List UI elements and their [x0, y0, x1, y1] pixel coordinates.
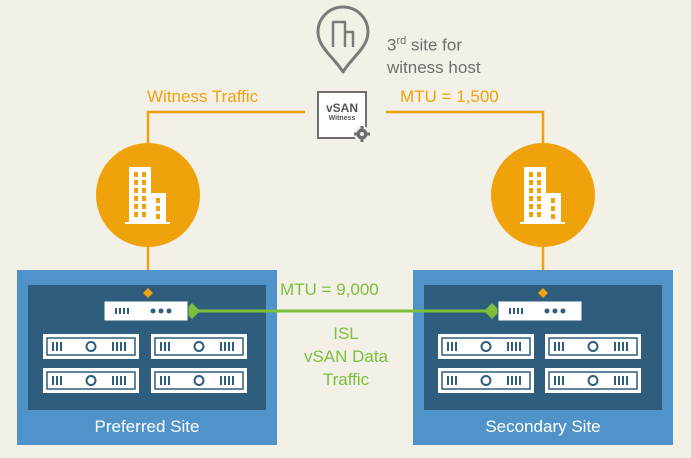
preferred-site-label: Preferred Site [94, 417, 200, 436]
witness-appliance-title: vSAN [325, 101, 358, 115]
preferred-building-icon [96, 143, 200, 247]
secondary-server-4 [545, 368, 641, 393]
witness-link-left [146, 110, 305, 158]
secondary-switch [497, 300, 583, 322]
preferred-uplink-junction [143, 288, 153, 298]
preferred-switch [103, 300, 189, 322]
site-buildings [96, 143, 595, 247]
preferred-server-4 [151, 368, 247, 393]
preferred-server-1 [43, 334, 139, 359]
isl-label-line1: ISL [333, 324, 359, 343]
witness-site-label: 3rd site for witness host [387, 35, 481, 77]
server-hosts [43, 334, 641, 393]
mtu-isl-label: MTU = 9,000 [280, 280, 379, 299]
witness-links [146, 110, 545, 294]
isl-label-line3: Traffic [322, 370, 370, 389]
map-pin-building-icon [316, 5, 370, 74]
isl-link [184, 303, 500, 319]
vsan-witness-appliance [317, 91, 370, 142]
witness-link-right [386, 110, 545, 158]
secondary-server-2 [545, 334, 641, 359]
secondary-building-icon [491, 143, 595, 247]
secondary-server-3 [438, 368, 534, 393]
isl-label-line2: vSAN Data [303, 347, 389, 366]
witness-traffic-label: Witness Traffic [147, 87, 259, 106]
isl-label: ISL vSAN Data Traffic [278, 322, 414, 391]
preferred-server-3 [43, 368, 139, 393]
secondary-uplink-junction [538, 288, 548, 298]
gear-icon [354, 126, 370, 142]
isl-endpoint-right [484, 303, 500, 319]
secondary-site-label: Secondary Site [485, 417, 601, 436]
witness-appliance-subtitle: Witness [328, 115, 356, 122]
secondary-server-1 [438, 334, 534, 359]
preferred-server-2 [151, 334, 247, 359]
mtu-witness-label: MTU = 1,500 [400, 87, 499, 106]
